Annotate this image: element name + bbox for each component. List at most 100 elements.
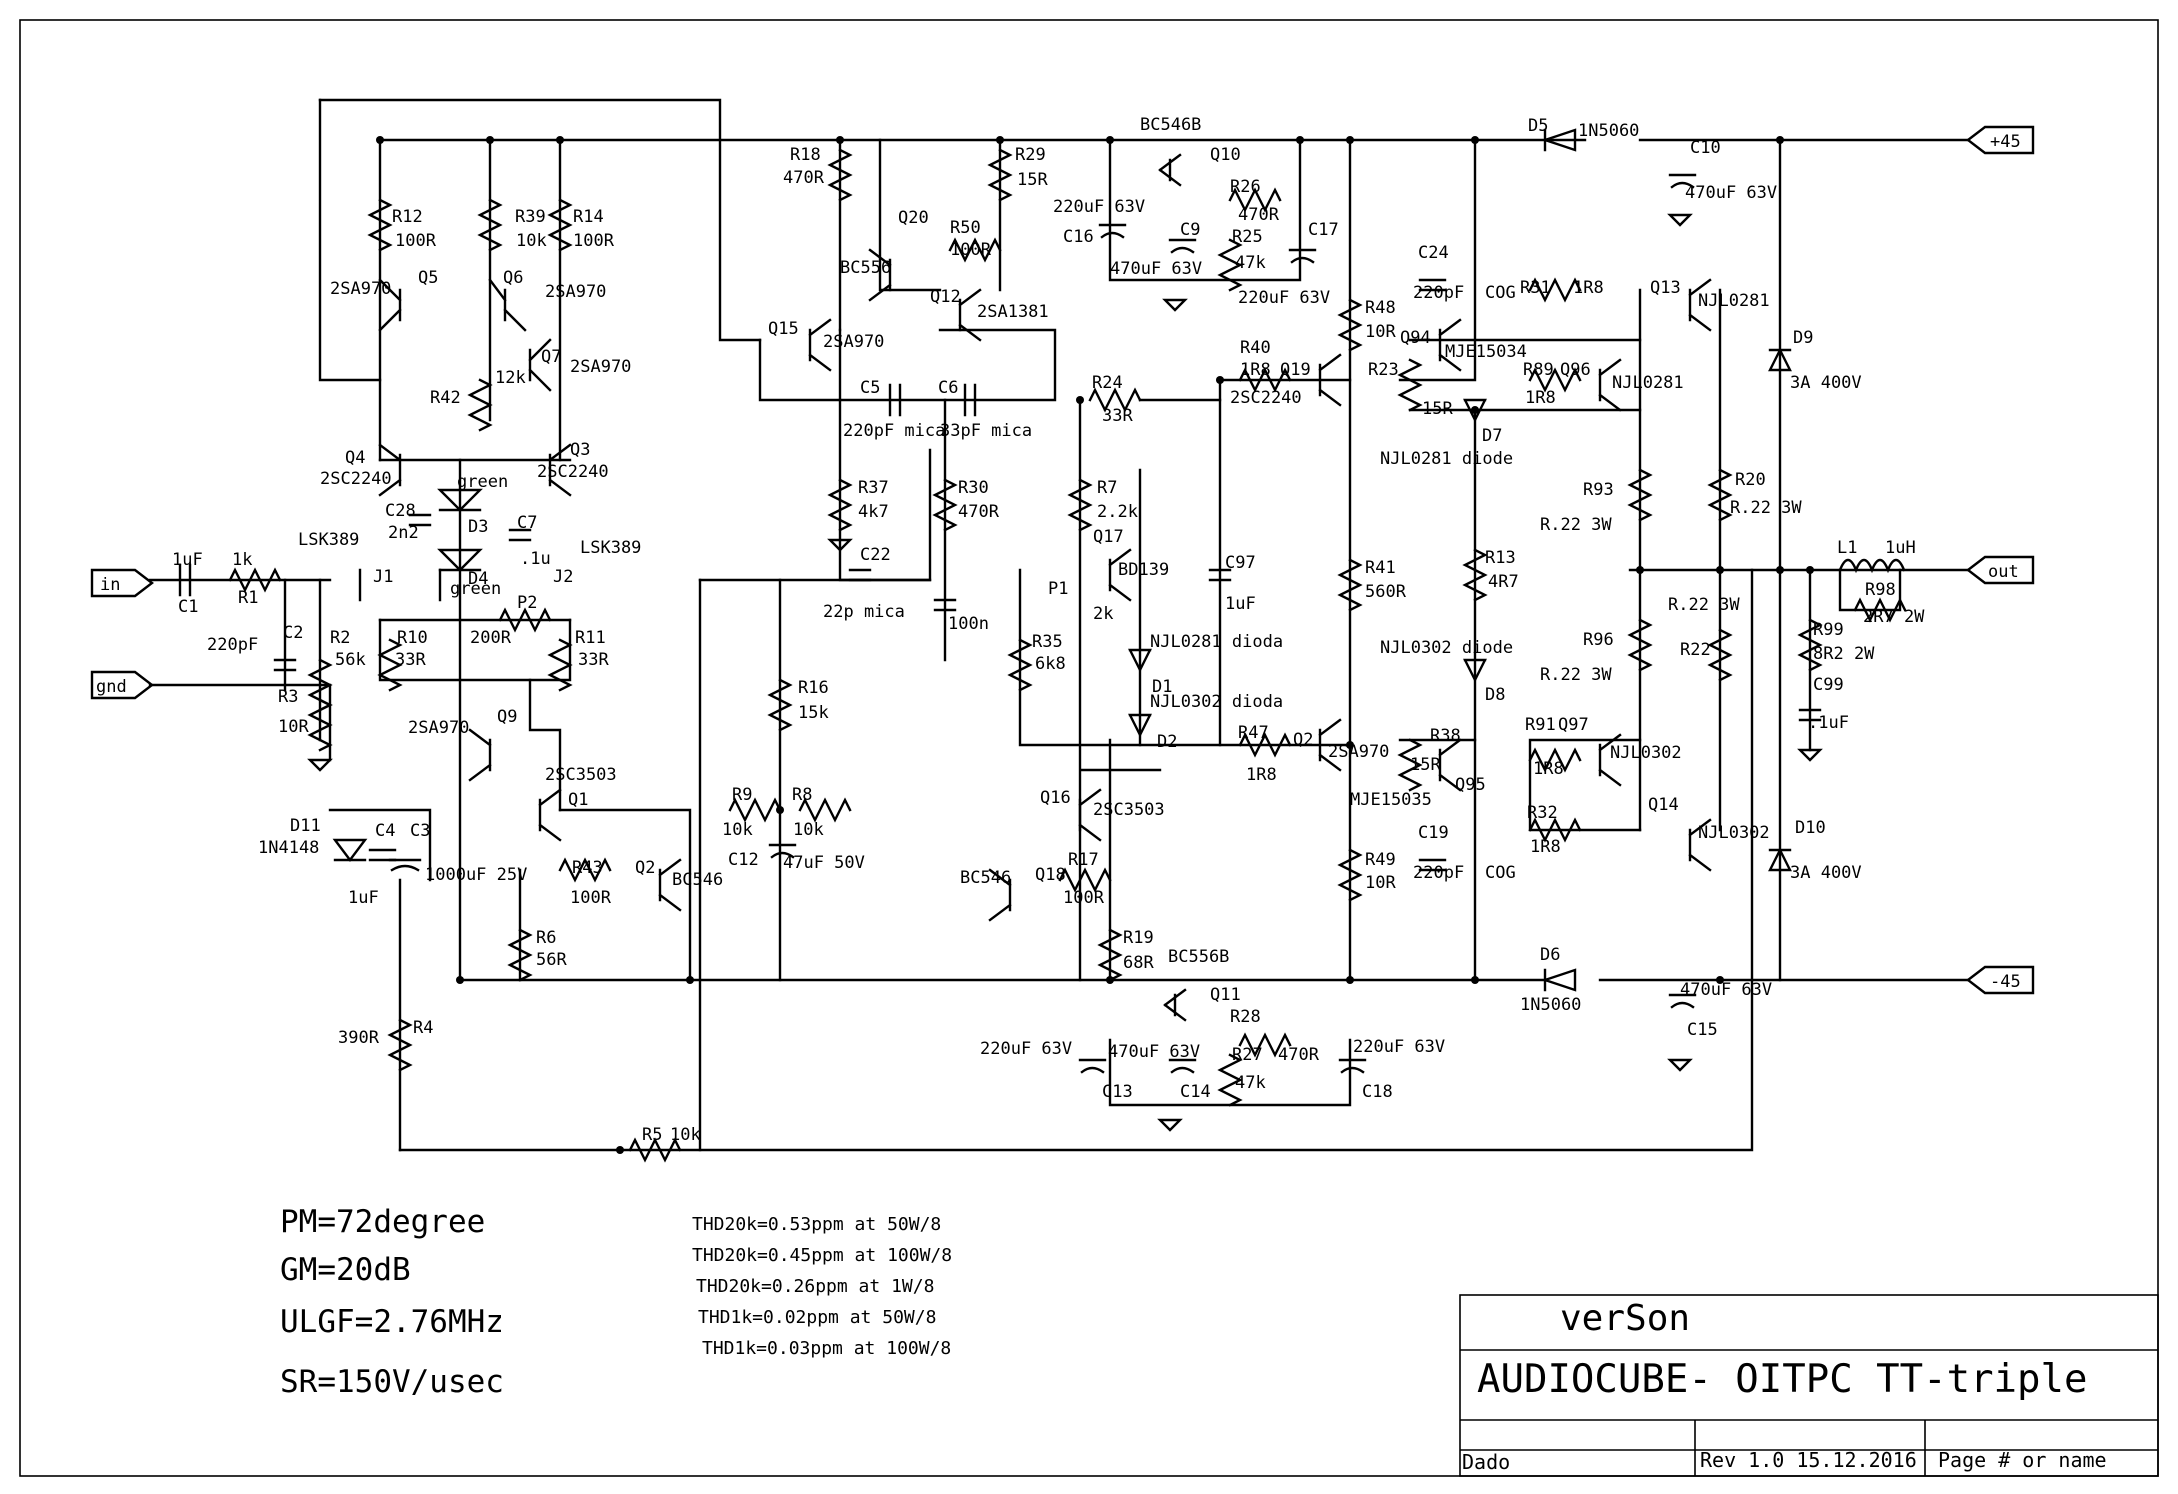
component-label: 2SC2240 [537,462,609,482]
component-label: C24 [1418,243,1449,263]
component-label: R24 [1092,373,1123,393]
component-label: R50 [950,218,981,238]
component-label: R.22 3W [1668,595,1740,615]
component-label: 470R [783,168,825,188]
component-label: 56R [536,950,567,970]
component-label: 1R8 [1573,278,1604,298]
component-label: 470uF 63V [1680,980,1772,1000]
component-label: R14 [573,207,604,227]
component-label: P2 [517,593,537,613]
component-label: D6 [1540,945,1560,965]
spec-thd-3: THD20k=0.26ppm at 1W/8 [696,1276,934,1297]
component-label: Q2 [1293,730,1313,750]
component-label: R6 [536,928,556,948]
component-label: 10R [1365,873,1396,893]
spec-thd-1: THD20k=0.53ppm at 50W/8 [692,1214,941,1235]
component-label: 1uF [172,550,203,570]
page-name: Page # or name [1938,1448,2107,1472]
revision: Rev 1.0 15.12.2016 [1700,1448,1917,1472]
component-label: 1R8 [1525,388,1556,408]
component-label: R43 [572,858,603,878]
component-label: 470R [958,502,1000,522]
component-label: BC556B [1168,947,1229,967]
component-label: 10k [670,1125,701,1145]
port-gnd: gnd [90,670,154,700]
component-label: R7 [1097,478,1117,498]
component-label: 1R8 [1240,360,1271,380]
component-label: LSK389 [298,530,359,550]
component-label: 100R [573,231,615,251]
component-label: 22p mica [823,602,905,622]
component-label: Q11 [1210,985,1241,1005]
spec-thd-4: THD1k=0.02ppm at 50W/8 [698,1307,936,1328]
component-label: BD139 [1118,560,1169,580]
ground-symbols [307,213,1823,1132]
component-label: 470R [1278,1045,1320,1065]
component-label: D5 [1528,116,1548,136]
component-label: NJL0281 [1698,291,1770,311]
component-label: LSK389 [580,538,641,558]
component-label: R89 [1523,360,1554,380]
component-label: 2SA970 [823,332,884,352]
spec-thd-5: THD1k=0.03ppm at 100W/8 [702,1338,951,1359]
component-label: R40 [1240,338,1271,358]
component-label: R32 [1527,803,1558,823]
component-label: 1R8 [1530,837,1561,857]
semiconductors [332,128,1906,1022]
component-label: D7 [1482,426,1502,446]
drawing-title: AUDIOCUBE- OITPC TT-triple [1477,1357,2087,1402]
component-label: C15 [1687,1020,1718,1040]
component-label: R23 [1368,360,1399,380]
component-label: D10 [1795,818,1826,838]
component-label: COG [1485,283,1516,303]
component-label: Q13 [1650,278,1681,298]
component-label: 220pF [207,635,258,655]
component-label: R22 [1680,640,1711,660]
component-label: R17 [1068,850,1099,870]
port-neg-label: -45 [1990,972,2021,992]
component-label: Q16 [1040,788,1071,808]
component-label: C12 [728,850,759,870]
component-label: R42 [430,388,461,408]
spec-pm: PM=72degree [280,1204,485,1240]
component-label: R.22 3W [1730,498,1802,518]
component-label: 2SC3503 [1093,800,1165,820]
component-label: Q3 [570,440,590,460]
component-label: NJL0281 [1612,373,1684,393]
component-label: 3A 400V [1790,863,1862,883]
component-label: D11 [290,816,321,836]
component-label: 2SA970 [570,357,631,377]
component-label: Q94 [1400,328,1431,348]
component-label: 6k8 [1035,654,1066,674]
component-label: green [450,579,501,599]
component-label: C6 [938,378,958,398]
component-label: 15R [1410,755,1441,775]
port-in-label: in [100,575,120,595]
component-label: 56k [335,650,366,670]
component-label: Q9 [497,707,517,727]
title-block: verSon AUDIOCUBE- OITPC TT-triple Dado R… [1459,1294,2159,1477]
company-name: verSon [1560,1298,1690,1339]
component-label: 4k7 [858,502,889,522]
component-label: 2SC2240 [1230,388,1302,408]
component-label: Q6 [503,268,523,288]
component-label: C10 [1690,138,1721,158]
component-label: R19 [1123,928,1154,948]
component-label: Q2 [635,858,655,878]
component-label: 10k [516,231,547,251]
component-label: green [457,472,508,492]
component-label: .1uF [1808,713,1849,733]
component-label: 2SA970 [1328,742,1389,762]
component-label: Q96 [1560,360,1591,380]
component-label: Q12 [930,287,961,307]
component-label: 47k [1235,1073,1266,1093]
component-label: R18 [790,145,821,165]
component-label: C99 [1813,675,1844,695]
component-label: 15k [798,703,829,723]
component-label: Q7 [541,347,561,367]
component-label: 100R [395,231,437,251]
component-label: R2 [330,628,350,648]
component-label: R8 [792,785,812,805]
